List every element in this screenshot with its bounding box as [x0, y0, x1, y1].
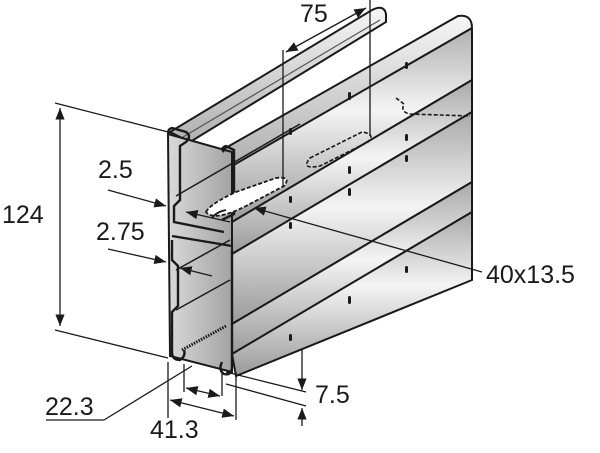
dim-label-2-5: 2.5	[98, 156, 133, 184]
dim-label-7-5: 7.5	[315, 381, 350, 409]
front-channel	[166, 123, 301, 376]
slots	[204, 97, 471, 219]
dim-label-40x13-5: 40x13.5	[486, 261, 575, 289]
dimension-lines	[46, 0, 483, 426]
dim-label-22-3: 22.3	[45, 393, 94, 421]
dim-label-75: 75	[300, 0, 328, 28]
dim-label-2-75: 2.75	[96, 218, 145, 246]
fixing-holes	[289, 62, 408, 341]
dim-label-41-3: 41.3	[150, 416, 199, 444]
rear-channel	[167, 6, 474, 378]
dim-label-124: 124	[2, 201, 44, 229]
